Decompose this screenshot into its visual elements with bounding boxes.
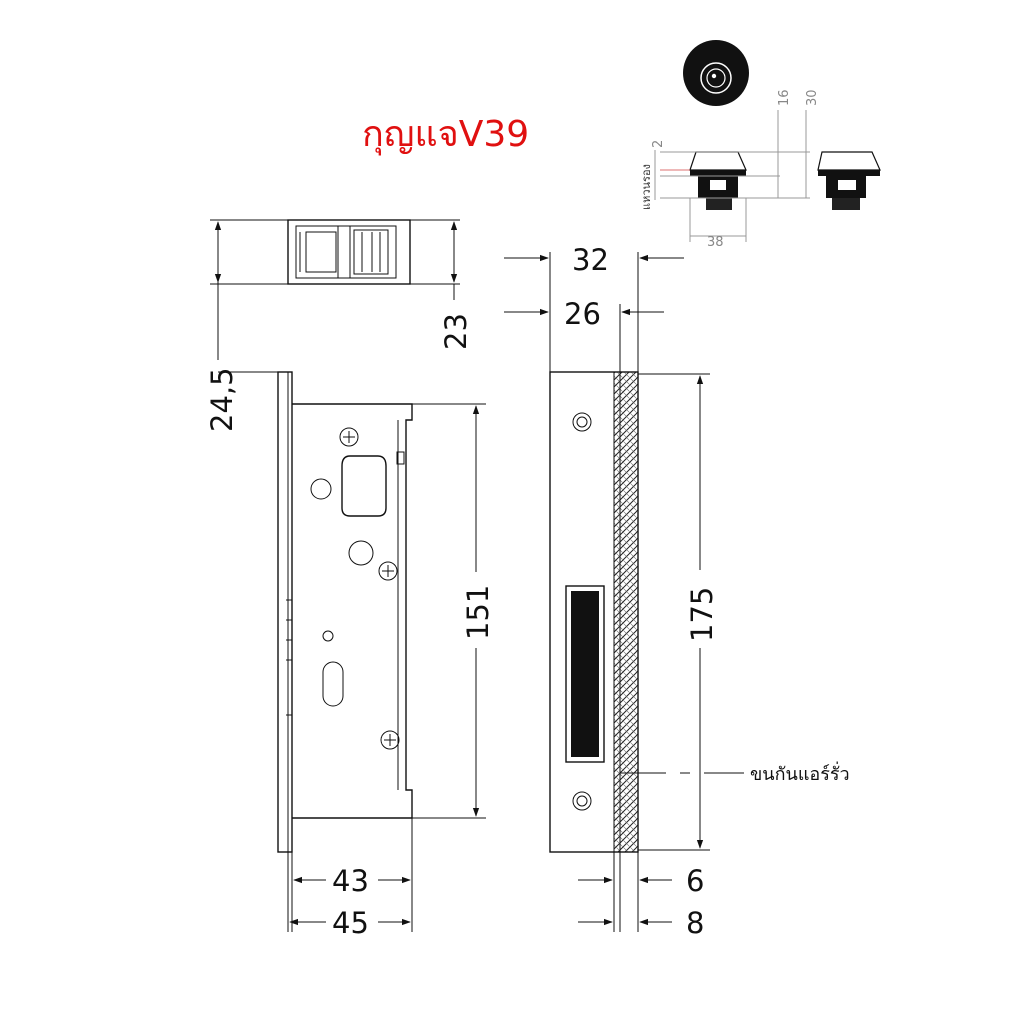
cyl-dim-30-label: 30 [805, 89, 820, 106]
dim-43-45 [287, 818, 413, 932]
cylinder-side-view [689, 151, 747, 210]
screw-icon [380, 730, 400, 750]
cyl-dim-38-label: 38 [707, 235, 724, 250]
screw-icon [339, 427, 359, 447]
strike-plate [549, 371, 639, 853]
cyl-dim-16-label: 16 [777, 89, 792, 106]
screw-icon [378, 561, 398, 581]
dim-32-26 [504, 252, 684, 372]
dim-26-label: 26 [564, 297, 601, 331]
dim-43-label: 43 [332, 864, 369, 898]
dim-151-label: 151 [461, 585, 495, 640]
cylinder-side-view [817, 151, 881, 210]
dim-23-label: 23 [439, 313, 473, 350]
brush-seal-note: ขนกันแอร์รั่ว [750, 761, 850, 785]
cylinder-dim-lines [654, 110, 810, 242]
diagram-title: กุญแจV39 [362, 114, 529, 156]
top-view [210, 219, 460, 373]
mortise-body [277, 371, 413, 853]
cyl-dim-2-label: 2 [651, 140, 666, 148]
dim-8-label: 8 [686, 906, 704, 940]
dim-32-label: 32 [572, 243, 609, 277]
dim-24-5-label: 24,5 [205, 367, 239, 432]
washer-label: แหวนรอง [640, 164, 653, 210]
dim-175-label: 175 [685, 587, 719, 642]
dim-45-label: 45 [332, 906, 369, 940]
dim-151 [412, 403, 486, 819]
dim-6-label: 6 [686, 864, 704, 898]
dim-6-8 [578, 852, 672, 932]
cylinder-face-icon [683, 40, 749, 106]
dim-175 [638, 373, 710, 851]
